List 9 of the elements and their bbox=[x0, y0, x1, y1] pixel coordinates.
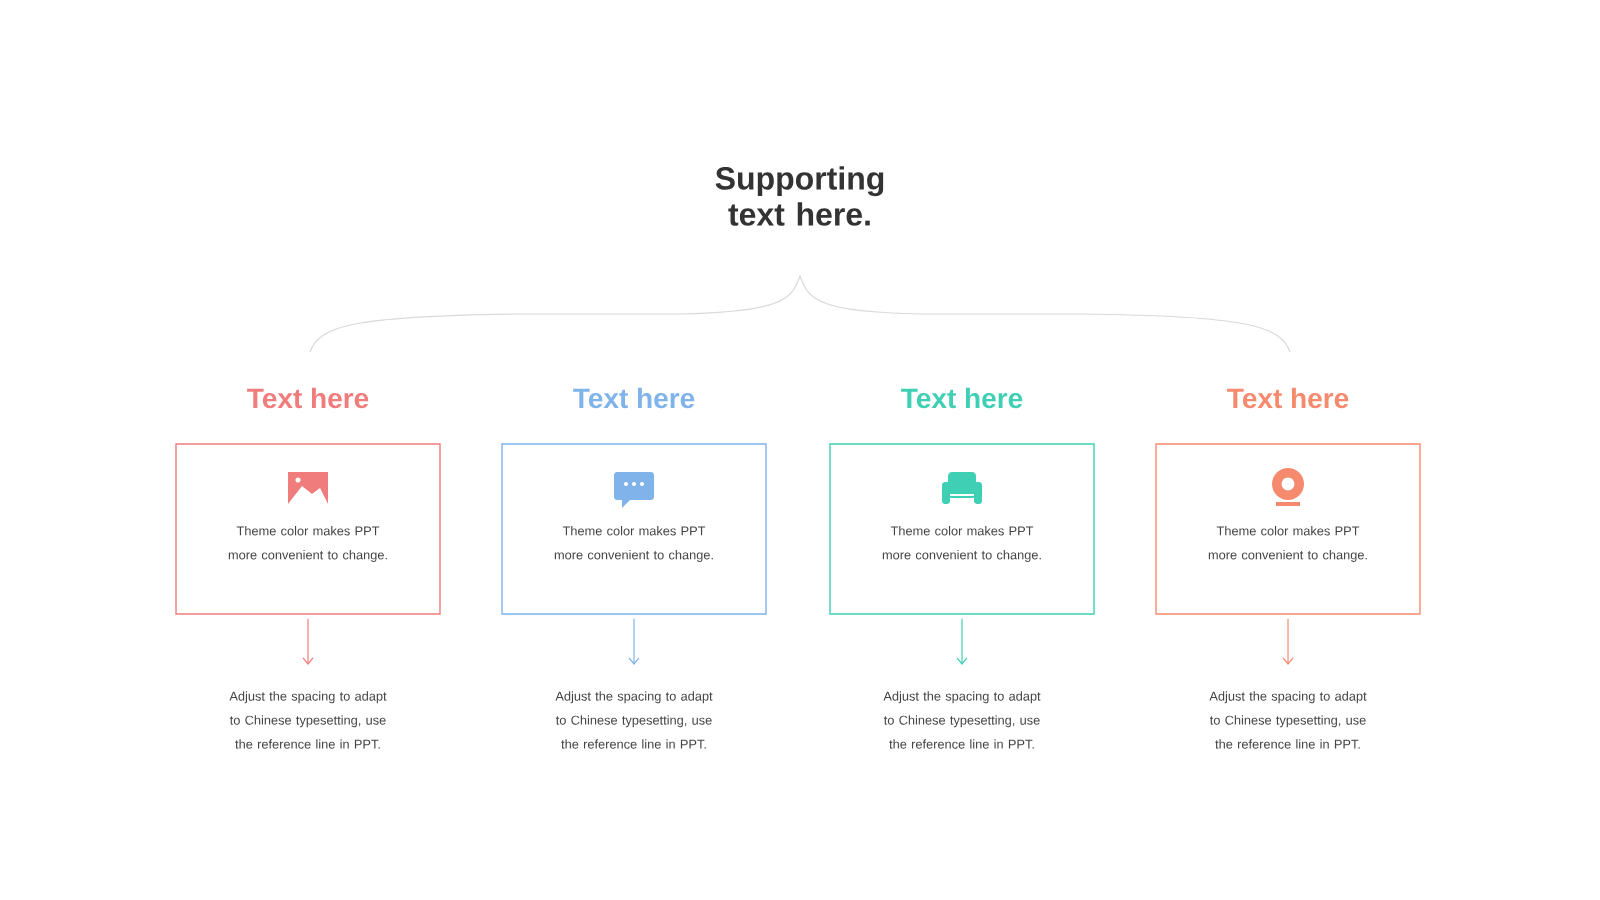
heading: Text here bbox=[573, 387, 695, 409]
heading: Text here bbox=[1227, 387, 1349, 409]
title: Supporting text here. bbox=[715, 166, 884, 226]
arrow bbox=[956, 618, 968, 665]
heading: Text here bbox=[901, 387, 1023, 409]
arrow bbox=[628, 618, 640, 665]
arrow bbox=[302, 618, 314, 665]
heading: Text here bbox=[247, 387, 369, 409]
arrow bbox=[1282, 618, 1294, 665]
